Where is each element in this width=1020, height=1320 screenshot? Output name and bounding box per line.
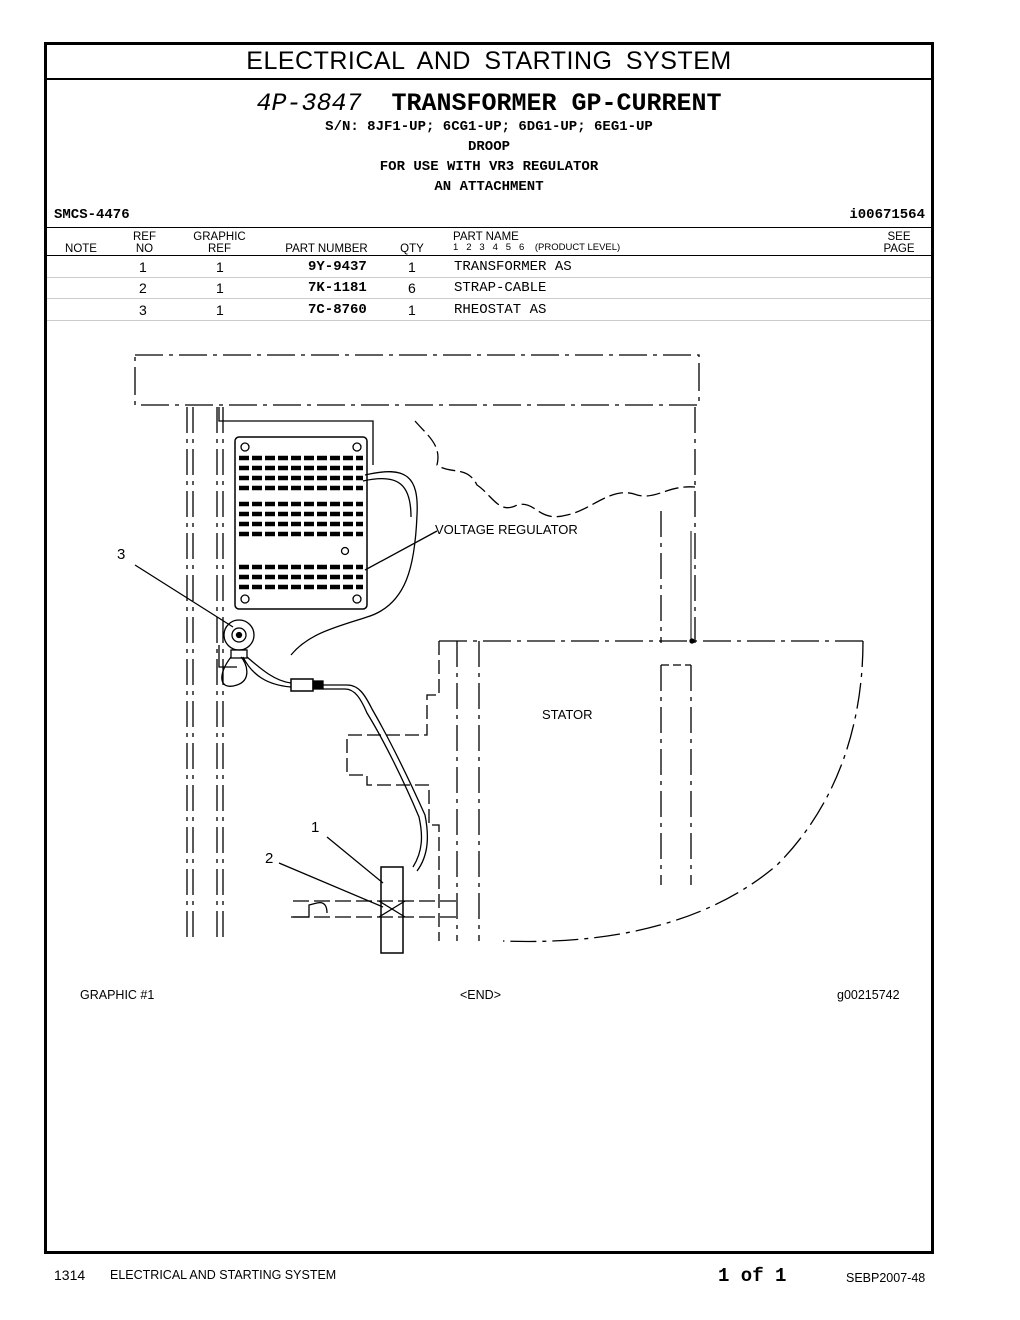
- col-part-name: PART NAME: [453, 231, 519, 243]
- smcs-code: SMCS-4476: [54, 207, 130, 223]
- group-line-regulator: FOR USE WITH VR3 REGULATOR: [379, 159, 599, 175]
- col-qty: QTY: [400, 243, 424, 255]
- label-stator: STATOR: [542, 707, 593, 722]
- col-note: NOTE: [65, 243, 97, 255]
- serial-numbers: S/N: 8JF1-UP; 6CG1-UP; 6DG1-UP; 6EG1-UP: [325, 119, 653, 135]
- header-bottom-rule: [47, 255, 931, 256]
- ref-no: 3: [139, 302, 147, 318]
- graphic-caption: GRAPHIC #1: [80, 988, 155, 1002]
- callout-3: 3: [117, 546, 126, 563]
- graphic-id: g00215742: [837, 988, 900, 1002]
- col-graphic-ref: GRAPHIC REF: [193, 231, 246, 255]
- group-number: 4P-3847: [256, 89, 362, 118]
- group-title: 4P-3847 TRANSFORMER GP-CURRENT: [47, 89, 931, 118]
- callout-2: 2: [265, 850, 274, 867]
- callout-1: 1: [311, 819, 320, 836]
- graphic-ref: 1: [216, 259, 224, 275]
- part-number: 9Y-9437: [308, 259, 367, 275]
- footer-section: ELECTRICAL AND STARTING SYSTEM: [110, 1268, 337, 1282]
- table-row: 1 1 9Y-9437 1 TRANSFORMER AS: [47, 256, 931, 278]
- label-voltage-regulator: VOLTAGE REGULATOR: [435, 522, 578, 537]
- ref-no: 1: [139, 259, 147, 275]
- section-title: ELECTRICAL AND STARTING SYSTEM: [47, 45, 931, 80]
- col-ref-no: REF NO: [133, 231, 156, 255]
- part-name: STRAP-CABLE: [454, 280, 547, 296]
- graphic-ref: 1: [216, 302, 224, 318]
- part-name: RHEOSTAT AS: [454, 302, 547, 318]
- qty: 1: [408, 302, 416, 318]
- col-see-page: SEE PAGE: [883, 231, 915, 255]
- col-part-number: PART NUMBER: [285, 243, 368, 255]
- parts-illustration: [134, 354, 864, 954]
- group-name: TRANSFORMER GP-CURRENT: [391, 89, 722, 118]
- table-row: 2 1 7K-1181 6 STRAP-CABLE: [47, 277, 931, 299]
- part-number: 7C-8760: [308, 302, 367, 318]
- page-of: 1 of 1: [718, 1265, 787, 1287]
- group-line-attachment: AN ATTACHMENT: [434, 179, 544, 195]
- ref-no: 2: [139, 280, 147, 296]
- table-row: 3 1 7C-8760 1 RHEOSTAT AS: [47, 299, 931, 321]
- illustration-id: i00671564: [849, 207, 925, 223]
- qty: 1: [408, 259, 416, 275]
- col-product-level: 1 2 3 4 5 6 (PRODUCT LEVEL): [453, 242, 621, 253]
- doc-id: SEBP2007-48: [846, 1271, 926, 1285]
- group-line-droop: DROOP: [467, 139, 510, 155]
- page-number: 1314: [54, 1267, 86, 1283]
- header-top-rule: [47, 227, 931, 228]
- part-number: 7K-1181: [308, 280, 367, 296]
- end-marker: <END>: [460, 988, 501, 1002]
- qty: 6: [408, 280, 416, 296]
- graphic-ref: 1: [216, 280, 224, 296]
- part-name: TRANSFORMER AS: [454, 259, 572, 275]
